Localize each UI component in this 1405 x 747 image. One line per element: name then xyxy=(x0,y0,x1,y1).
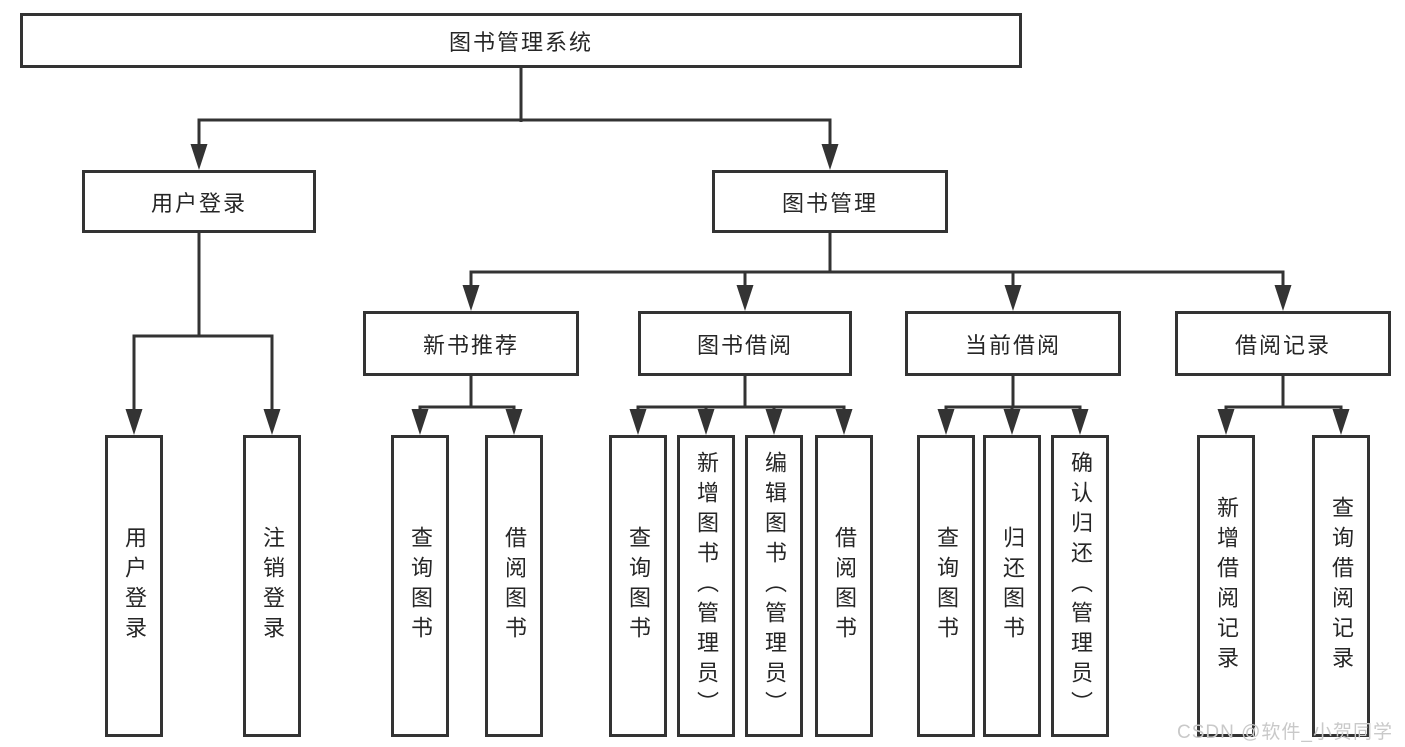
leaf-user-login: 用户登录 xyxy=(105,435,163,737)
leaf-edit-book-admin: 编辑图书（管理员） xyxy=(745,435,803,737)
leaf-add-borrow-record-label: 新增借阅记录 xyxy=(1214,496,1239,676)
node-current-borrowing-label: 当前借阅 xyxy=(964,332,1061,358)
leaf-logout-label: 注销登录 xyxy=(260,526,285,646)
leaf-query-book-recommend: 查询图书 xyxy=(391,435,449,737)
leaf-confirm-return-admin: 确认归还（管理员） xyxy=(1051,435,1109,737)
leaf-return-book: 归还图书 xyxy=(983,435,1041,737)
node-book-borrowing: 图书借阅 xyxy=(638,311,852,376)
leaf-query-borrow-record-label: 查询借阅记录 xyxy=(1329,496,1354,676)
leaf-logout: 注销登录 xyxy=(243,435,301,737)
node-new-book-recommend-label: 新书推荐 xyxy=(422,332,519,358)
node-borrowing-records: 借阅记录 xyxy=(1175,311,1391,376)
leaf-borrow-book-recommend-label: 借阅图书 xyxy=(502,526,527,646)
leaf-confirm-return-admin-label: 确认归还（管理员） xyxy=(1068,451,1093,721)
node-book-management-label: 图书管理 xyxy=(781,190,878,216)
leaf-add-borrow-record: 新增借阅记录 xyxy=(1197,435,1255,737)
leaf-edit-book-admin-label: 编辑图书（管理员） xyxy=(762,451,787,721)
leaf-query-book-recommend-label: 查询图书 xyxy=(408,526,433,646)
leaf-borrow-book-borrowing: 借阅图书 xyxy=(815,435,873,737)
node-book-borrowing-label: 图书借阅 xyxy=(696,332,793,358)
node-current-borrowing: 当前借阅 xyxy=(905,311,1121,376)
leaf-query-book-current-label: 查询图书 xyxy=(934,526,959,646)
leaf-query-book-borrowing: 查询图书 xyxy=(609,435,667,737)
node-root-system: 图书管理系统 xyxy=(20,13,1022,68)
leaf-query-borrow-record: 查询借阅记录 xyxy=(1312,435,1370,737)
leaf-return-book-label: 归还图书 xyxy=(1000,526,1025,646)
leaf-add-book-admin-label: 新增图书（管理员） xyxy=(694,451,719,721)
leaf-user-login-label: 用户登录 xyxy=(122,526,147,646)
leaf-borrow-book-borrowing-label: 借阅图书 xyxy=(832,526,857,646)
leaf-borrow-book-recommend: 借阅图书 xyxy=(485,435,543,737)
csdn-watermark: CSDN @软件_小贺同学 xyxy=(1177,722,1393,743)
node-user-login-label: 用户登录 xyxy=(150,190,247,216)
node-book-management: 图书管理 xyxy=(712,170,948,233)
leaf-add-book-admin: 新增图书（管理员） xyxy=(677,435,735,737)
node-user-login: 用户登录 xyxy=(82,170,316,233)
node-root-label: 图书管理系统 xyxy=(448,29,593,55)
leaf-query-book-borrowing-label: 查询图书 xyxy=(626,526,651,646)
leaf-query-book-current: 查询图书 xyxy=(917,435,975,737)
node-borrowing-records-label: 借阅记录 xyxy=(1234,332,1331,358)
node-new-book-recommend: 新书推荐 xyxy=(363,311,579,376)
